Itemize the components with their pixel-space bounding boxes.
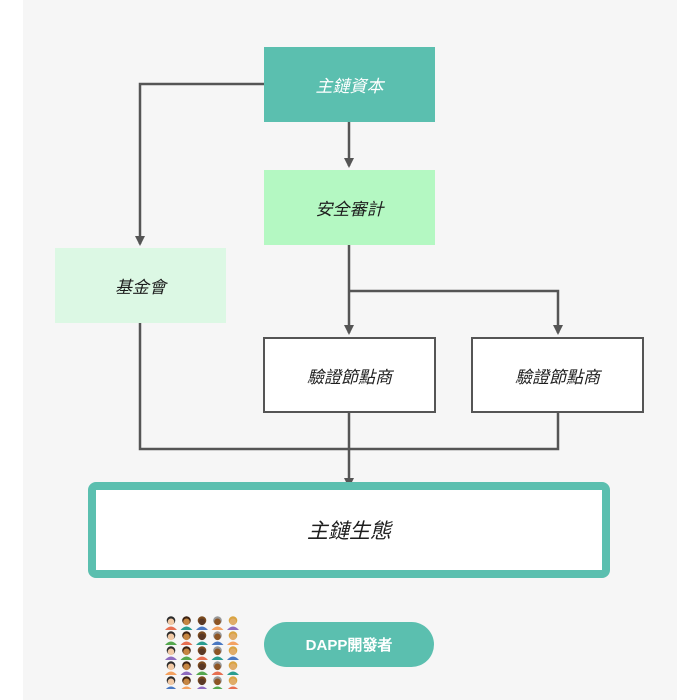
avatar-face	[214, 633, 221, 641]
avatar-face	[214, 618, 221, 626]
avatar-face	[167, 678, 175, 686]
avatar-body	[165, 641, 177, 645]
node-validator-2: 驗證節點商	[471, 337, 644, 413]
avatar-body	[227, 686, 239, 690]
avatar-body	[180, 671, 193, 675]
developer-label: DAPP開發者	[305, 637, 393, 654]
avatar-face	[167, 618, 175, 626]
avatar-body	[227, 656, 239, 660]
avatar-face	[214, 648, 221, 656]
node-foundation: 基金會	[55, 248, 226, 323]
avatar-body	[165, 626, 177, 630]
line-validator-2-to-ecosystem	[349, 413, 560, 451]
node-label: 驗證節點商	[515, 367, 600, 388]
avatar-body	[211, 641, 224, 645]
avatar-face	[198, 633, 206, 641]
avatar-body	[180, 641, 193, 645]
avatar-body	[227, 641, 239, 645]
avatar-face	[214, 663, 221, 671]
avatar-face	[198, 678, 206, 686]
avatar-body	[180, 626, 193, 630]
node-mainchain-ecosystem: 主鏈生態	[88, 482, 610, 578]
avatar-face	[229, 678, 237, 686]
node-mainchain-capital: 主鏈資本	[264, 47, 435, 122]
avatar-body	[211, 656, 224, 660]
avatar-body	[227, 626, 239, 630]
avatar-face	[198, 648, 206, 656]
node-label: 主鏈資本	[315, 77, 384, 97]
avatar-body	[180, 686, 193, 690]
node-validator-1: 驗證節點商	[263, 337, 436, 413]
avatar-body	[196, 626, 208, 630]
avatar-body	[165, 671, 177, 675]
avatar-body	[196, 656, 208, 660]
avatar-face	[229, 648, 237, 656]
avatar-face	[229, 618, 237, 626]
node-label: 基金會	[115, 278, 166, 298]
avatar-body	[211, 626, 224, 630]
avatar-face	[198, 618, 206, 626]
avatar-body	[180, 656, 193, 660]
avatar-body	[211, 671, 224, 675]
node-label: 主鏈生態	[307, 519, 391, 543]
avatar-face	[167, 648, 175, 656]
avatar-body	[227, 671, 239, 675]
avatar-face	[183, 678, 190, 686]
avatar-face	[229, 663, 237, 671]
avatar-face	[183, 663, 190, 671]
avatar-face	[198, 663, 206, 671]
avatar-face	[214, 678, 221, 686]
arrow-audit-to-validator-2	[349, 289, 563, 335]
node-label: 驗證節點商	[307, 367, 392, 388]
arrow-capital-to-foundation	[135, 82, 264, 246]
line-foundation-to-ecosystem	[138, 323, 349, 451]
avatar-face	[183, 618, 190, 626]
avatar-body	[165, 686, 177, 690]
avatar-face	[229, 633, 237, 641]
avatar-body	[196, 686, 208, 690]
avatar-body	[211, 686, 224, 690]
avatar-face	[167, 633, 175, 641]
avatar-face	[183, 633, 190, 641]
developer-badge: DAPP開發者	[264, 622, 434, 667]
node-security-audit: 安全審計	[264, 170, 435, 245]
avatar-body	[196, 641, 208, 645]
avatar-body	[165, 656, 177, 660]
node-label: 安全審計	[315, 200, 384, 220]
avatar-face	[183, 648, 190, 656]
avatar-face	[167, 663, 175, 671]
avatar-body	[196, 671, 208, 675]
people-group-icon	[164, 615, 240, 690]
